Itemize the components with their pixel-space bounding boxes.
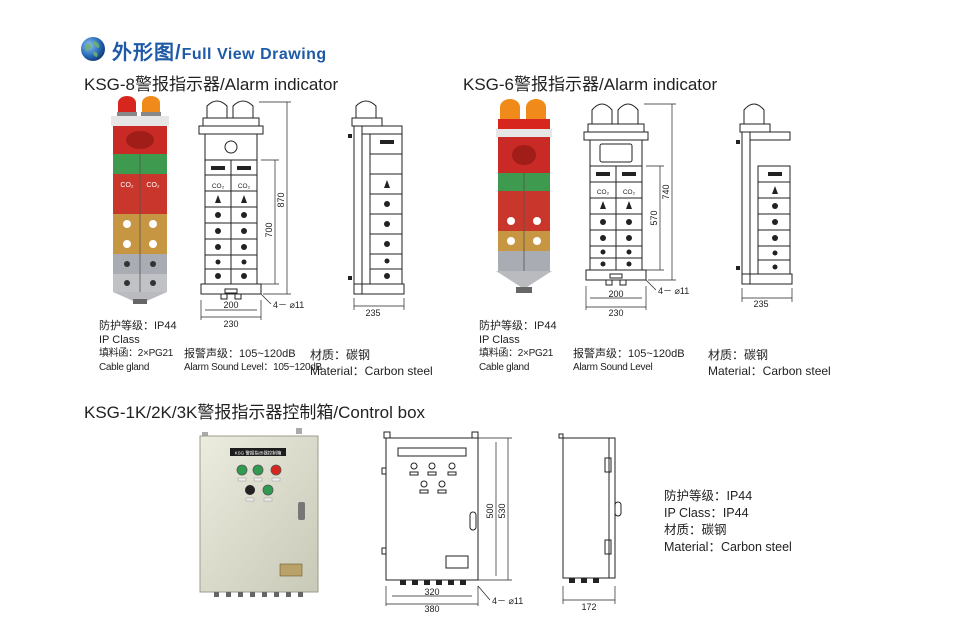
ksg6-protection-cn: 防护等级：IP44: [479, 320, 557, 332]
control-box-front-drawing: 500 530 320 380 4－ ⌀11: [372, 428, 532, 614]
ksg8-material-cn: 材质：碳钢: [310, 348, 371, 362]
ksg8-spec-protection: 防护等级：IP44 IP Class 填料函：2×PG21 Cable glan…: [99, 319, 177, 375]
globe-icon: [80, 36, 106, 62]
ksg6-spec-sound: 报警声级：105~120dB Alarm Sound Level: [573, 347, 685, 375]
ksg6-panel-co2-right: CO₂: [623, 189, 636, 196]
ksg8-dim-230: 230: [223, 319, 238, 328]
ksg8-dim-200: 200: [223, 300, 238, 310]
control-box-protection-cn: 防护等级：IP44: [664, 489, 753, 503]
ksg6-panel-co2-left: CO₂: [597, 189, 610, 196]
ksg8-panel-co2-right: CO₂: [238, 183, 251, 190]
svg-text:CO₂: CO₂: [146, 182, 160, 189]
svg-text:CO₂: CO₂: [120, 182, 134, 189]
ksg6-material-cn: 材质：碳钢: [708, 348, 769, 362]
control-box-title: KSG-1K/2K/3K警报指示器控制箱/Control box: [84, 403, 426, 422]
ksg8-dim-holes: 4－ ⌀11: [273, 300, 304, 310]
control-box-dim-500: 500: [485, 503, 495, 518]
ksg8-spec-material: 材质：碳钢 Material：Carbon steel: [310, 347, 433, 379]
control-box-dim-172: 172: [581, 602, 596, 612]
ksg6-dim-holes: 4－ ⌀11: [658, 286, 689, 296]
control-box-dim-320: 320: [424, 587, 439, 597]
control-box-side-drawing: 172: [555, 430, 635, 614]
control-box-specs: 防护等级：IP44 IP Class：IP44 材质：碳钢 Material：C…: [664, 488, 792, 556]
control-box-material-en: Material：Carbon steel: [664, 540, 792, 554]
ksg6-dim-200: 200: [608, 289, 623, 299]
ksg6-gland-cn: 填料函：2×PG21: [479, 348, 553, 359]
ksg6-title: KSG-6警报指示器/Alarm indicator: [463, 75, 718, 94]
ksg8-spec-sound: 报警声级：105~120dB Alarm Sound Level：105~120…: [184, 347, 322, 375]
control-box-dim-530: 530: [497, 503, 507, 518]
ksg8-gland-cn: 填料函：2×PG21: [99, 348, 173, 359]
ksg8-cable-gland: Cable gland: [99, 362, 150, 373]
page-title: 外形图/Full View Drawing: [112, 36, 327, 65]
ksg6-cable-gland: Cable gland: [479, 362, 530, 373]
ksg8-title: KSG-8警报指示器/Alarm indicator: [84, 75, 339, 94]
control-box-ip-class: IP Class：IP44: [664, 506, 749, 520]
control-box-nameplate: KSG 警报指示器控制箱: [235, 450, 282, 457]
ksg8-material-en: Material：Carbon steel: [310, 364, 433, 378]
ksg8-sound-en: Alarm Sound Level：105~120dB: [184, 362, 322, 373]
control-box-dim-holes: 4－ ⌀11: [492, 596, 523, 606]
control-box-material-cn: 材质：碳钢: [664, 523, 727, 537]
ksg6-front-drawing: CO₂ CO₂ 570 740 200 230 4－ ⌀11: [580, 96, 700, 318]
ksg8-photo: CO₂ CO₂: [105, 94, 175, 306]
ksg6-sound-en: Alarm Sound Level: [573, 362, 653, 373]
ksg8-front-drawing: CO₂ CO₂ 700 870 200 23: [195, 96, 315, 329]
ksg8-side-drawing: 235: [340, 96, 410, 318]
ksg8-sound-cn: 报警声级：105~120dB: [184, 348, 296, 360]
ksg8-protection-cn: 防护等级：IP44: [99, 320, 177, 332]
ksg6-dim-230: 230: [608, 308, 623, 318]
page-title-cn: 外形图/: [112, 42, 182, 64]
ksg6-ip-class: IP Class: [479, 334, 520, 346]
ksg6-sound-cn: 报警声级：105~120dB: [573, 348, 685, 360]
ksg8-dim-700: 700: [264, 222, 274, 237]
ksg8-ip-class: IP Class: [99, 334, 140, 346]
ksg6-dim-740: 740: [661, 184, 671, 199]
ksg6-material-en: Material：Carbon steel: [708, 364, 831, 378]
ksg6-spec-protection: 防护等级：IP44 IP Class 填料函：2×PG21 Cable glan…: [479, 319, 557, 375]
ksg6-spec-material: 材质：碳钢 Material：Carbon steel: [708, 347, 831, 379]
control-box-photo: KSG 警报指示器控制箱: [192, 428, 328, 612]
control-box-dim-380: 380: [424, 604, 439, 614]
ksg8-panel-co2-left: CO₂: [212, 183, 225, 190]
ksg8-dim-235: 235: [365, 308, 380, 318]
ksg6-dim-235: 235: [753, 299, 768, 309]
ksg6-side-drawing: 235: [728, 96, 798, 310]
ksg8-dim-870: 870: [276, 192, 286, 207]
ksg6-dim-570: 570: [649, 210, 659, 225]
page-title-en: Full View Drawing: [181, 46, 327, 63]
ksg6-photo: [492, 97, 556, 301]
